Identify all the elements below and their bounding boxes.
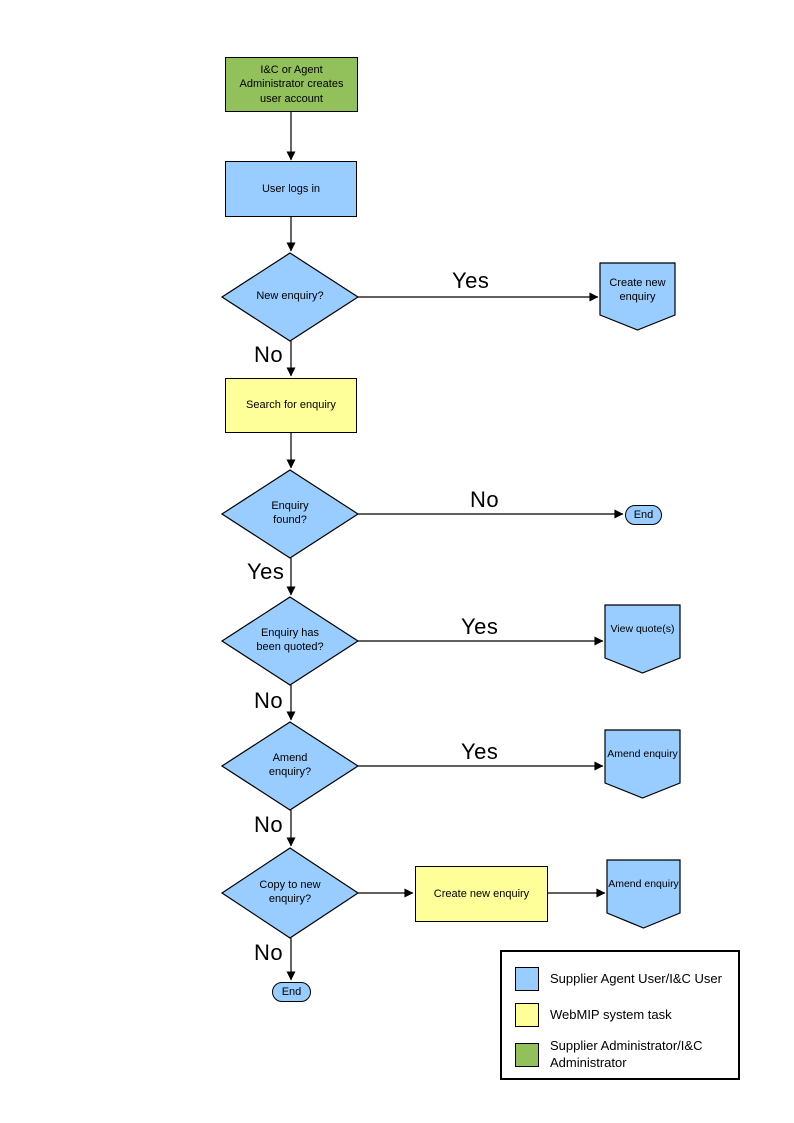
node-amend-enquiry-1 (604, 729, 681, 799)
node-create-new-enquiry-1 (599, 262, 676, 331)
legend-swatch-yellow (515, 1003, 539, 1027)
node-search-for-enquiry: Search for enquiry (225, 378, 357, 433)
edge-label-new-enquiry-yes: Yes (452, 268, 490, 293)
decision-copy-to-new (220, 847, 360, 939)
node-end-1: End (625, 505, 662, 525)
edge-label-quoted-no: No (254, 688, 284, 713)
decision-enquiry-found (220, 469, 360, 559)
legend-swatch-blue (515, 967, 539, 991)
edge-label-found-yes: Yes (247, 559, 285, 584)
edge-label-copy-no: No (254, 940, 284, 965)
edge-label-quoted-yes: Yes (461, 614, 499, 639)
decision-new-enquiry (220, 252, 360, 342)
decision-enquiry-quoted (220, 596, 360, 686)
edge-label-new-enquiry-no: No (254, 342, 284, 367)
legend-label-supplier-admin: Supplier Administrator/I&C Administrator (550, 1038, 703, 1070)
edge-label-amend-yes: Yes (461, 739, 499, 764)
edge-label-found-no: No (470, 487, 500, 512)
legend-swatch-green (515, 1042, 539, 1067)
legend-label-webmip-task: WebMIP system task (550, 1006, 672, 1022)
edge-label-amend-no: No (254, 812, 284, 837)
legend-row-supplier-admin: Supplier Administrator/I&C Administrator (515, 1038, 732, 1072)
decision-amend-enquiry (220, 721, 360, 811)
node-view-quotes (604, 604, 681, 674)
node-user-logs-in: User logs in (225, 161, 357, 217)
node-create-new-enquiry-2: Create new enquiry (415, 866, 548, 922)
node-create-account: I&C or Agent Administrator creates user … (225, 57, 358, 112)
legend-row-webmip-task: WebMIP system task (515, 1003, 732, 1027)
legend-label-supplier-agent: Supplier Agent User/I&C User (550, 970, 722, 986)
legend-row-supplier-agent: Supplier Agent User/I&C User (515, 967, 732, 991)
legend-box: Supplier Agent User/I&C User WebMIP syst… (500, 950, 740, 1080)
node-end-2: End (272, 982, 311, 1002)
node-amend-enquiry-2 (606, 859, 681, 929)
